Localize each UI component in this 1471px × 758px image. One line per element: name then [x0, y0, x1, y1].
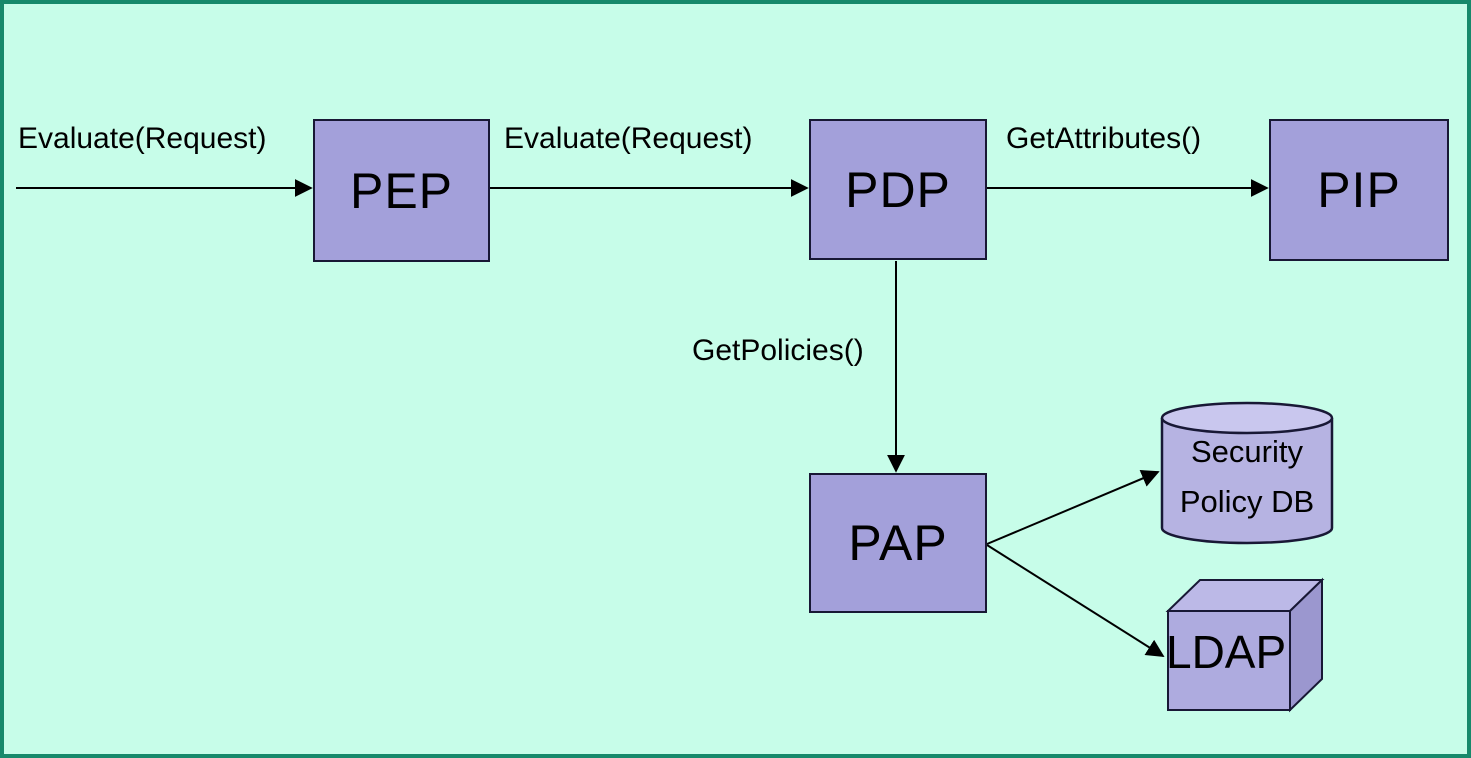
pap-node: PAP	[809, 473, 987, 613]
security-policy-db-label-line1: Security	[1191, 434, 1303, 469]
cylinder-top	[1160, 401, 1334, 435]
edge-label-pdp-to-pip: GetAttributes()	[1006, 122, 1202, 155]
cube-front-face	[1167, 610, 1291, 711]
pip-node: PIP	[1269, 119, 1449, 261]
edge-label-pdp-to-pap: GetPolicies()	[692, 334, 864, 367]
pap-label: PAP	[848, 515, 948, 571]
edge-label-pep-to-pdp: Evaluate(Request)	[504, 122, 753, 155]
security-policy-db-cylinder	[1160, 401, 1334, 545]
pip-label: PIP	[1317, 162, 1401, 218]
pdp-label: PDP	[845, 161, 951, 218]
pep-label: PEP	[349, 162, 454, 219]
security-policy-db-label: Security Policy DB	[1145, 427, 1349, 527]
security-policy-db-label-line2: Policy DB	[1179, 484, 1315, 519]
edge-label-incoming-request: Evaluate(Request)	[18, 122, 267, 155]
arrow-pap-to-ldap	[986, 544, 1165, 657]
cylinder-body	[1160, 418, 1334, 545]
ldap-label: LDAP	[1166, 626, 1287, 678]
pep-node: PEP	[313, 119, 490, 262]
arrow-pap-to-security-policy-db	[986, 469, 1160, 545]
pdp-node: PDP	[809, 119, 987, 260]
ldap-cube	[1165, 577, 1325, 713]
